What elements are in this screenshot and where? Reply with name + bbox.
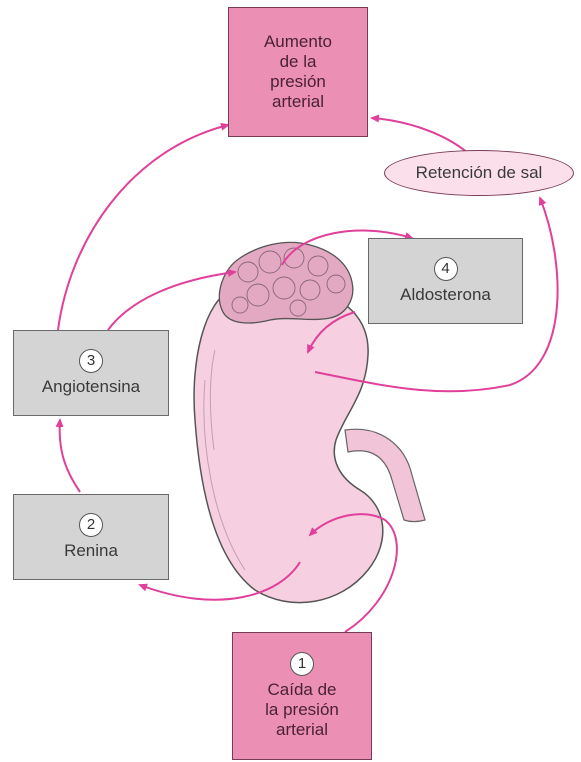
aumento-line-2: de la <box>280 52 317 72</box>
caida-line-3: arterial <box>276 720 328 740</box>
caida-line-2: la presión <box>265 700 339 720</box>
step-number-3: 3 <box>79 349 103 373</box>
angiotensina-label: Angiotensina <box>42 377 140 397</box>
arrow-renina-to-angiotensina <box>60 420 80 492</box>
aumento-line-3: presión <box>270 72 326 92</box>
node-angiotensina: 3 Angiotensina <box>13 330 169 416</box>
aumento-line-4: arterial <box>272 92 324 112</box>
arrow-retencion-to-aumento <box>372 118 468 153</box>
node-renina: 2 Renina <box>13 494 169 580</box>
node-aumento-presion: Aumento de la presión arterial <box>228 7 368 137</box>
aumento-line-1: Aumento <box>264 32 332 52</box>
aldosterona-label: Aldosterona <box>400 285 491 305</box>
node-retencion-sal: Retención de sal <box>384 150 574 196</box>
node-caida-presion: 1 Caída de la presión arterial <box>232 632 372 760</box>
node-aldosterona: 4 Aldosterona <box>368 238 523 324</box>
renina-label: Renina <box>64 541 118 561</box>
caida-line-1: Caída de <box>268 680 337 700</box>
adrenal-gland <box>219 242 353 323</box>
step-number-1: 1 <box>290 652 314 676</box>
step-number-4: 4 <box>434 257 458 281</box>
retencion-label: Retención de sal <box>416 163 543 183</box>
step-number-2: 2 <box>79 513 103 537</box>
